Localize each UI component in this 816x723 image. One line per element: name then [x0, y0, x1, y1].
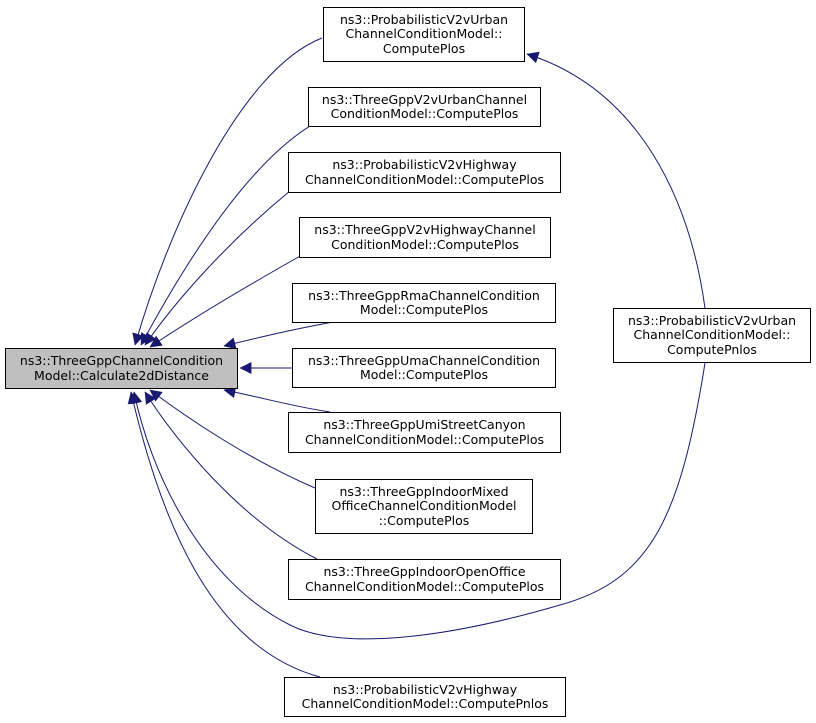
node-threegpp-umi-street-canyon-computeplos[interactable]: ns3::ThreeGppUmiStreetCanyon ChannelCond… — [288, 412, 561, 453]
edge-n9-to-root — [144, 391, 318, 560]
node-probabilistic-v2v-urban-computepnlos[interactable]: ns3::ProbabilisticV2vUrban ChannelCondit… — [613, 308, 811, 363]
edge-n8-to-root — [149, 389, 316, 489]
edge-n5-to-root — [223, 321, 334, 350]
node-threegpp-rma-computeplos[interactable]: ns3::ThreeGppRmaChannelCondition Model::… — [292, 283, 556, 323]
node-threegpp-uma-computeplos[interactable]: ns3::ThreeGppUmaChannelCondition Model::… — [292, 348, 556, 388]
node-calculate2ddistance: ns3::ThreeGppChannelCondition Model::Cal… — [5, 348, 238, 389]
edge-n10-to-n1 — [526, 51, 706, 309]
node-probabilistic-v2v-urban-computeplos[interactable]: ns3::ProbabilisticV2vUrban ChannelCondit… — [323, 7, 525, 62]
node-probabilistic-v2v-highway-computeplos[interactable]: ns3::ProbabilisticV2vHighway ChannelCond… — [288, 152, 561, 193]
edge-n10-to-root — [130, 362, 706, 640]
edge-n3-to-root — [144, 190, 291, 346]
node-threegpp-indoor-mixed-office-computeplos[interactable]: ns3::ThreeGppIndoorMixed OfficeChannelCo… — [315, 479, 533, 534]
node-probabilistic-v2v-highway-computepnlos[interactable]: ns3::ProbabilisticV2vHighway ChannelCond… — [284, 677, 566, 717]
edge-n2-to-root — [140, 125, 311, 346]
node-threegpp-indoor-open-office-computeplos[interactable]: ns3::ThreeGppIndoorOpenOffice ChannelCon… — [288, 559, 561, 600]
node-threegpp-v2v-highway-computeplos[interactable]: ns3::ThreeGppV2vHighwayChannel Condition… — [299, 217, 551, 258]
edge-n7-to-root — [223, 386, 331, 413]
edge-n11-to-root — [127, 391, 321, 678]
edge-n4-to-root — [149, 254, 303, 348]
node-threegpp-v2v-urban-computeplos[interactable]: ns3::ThreeGppV2vUrbanChannel ConditionMo… — [308, 87, 541, 127]
edge-n1-to-root — [132, 37, 323, 346]
